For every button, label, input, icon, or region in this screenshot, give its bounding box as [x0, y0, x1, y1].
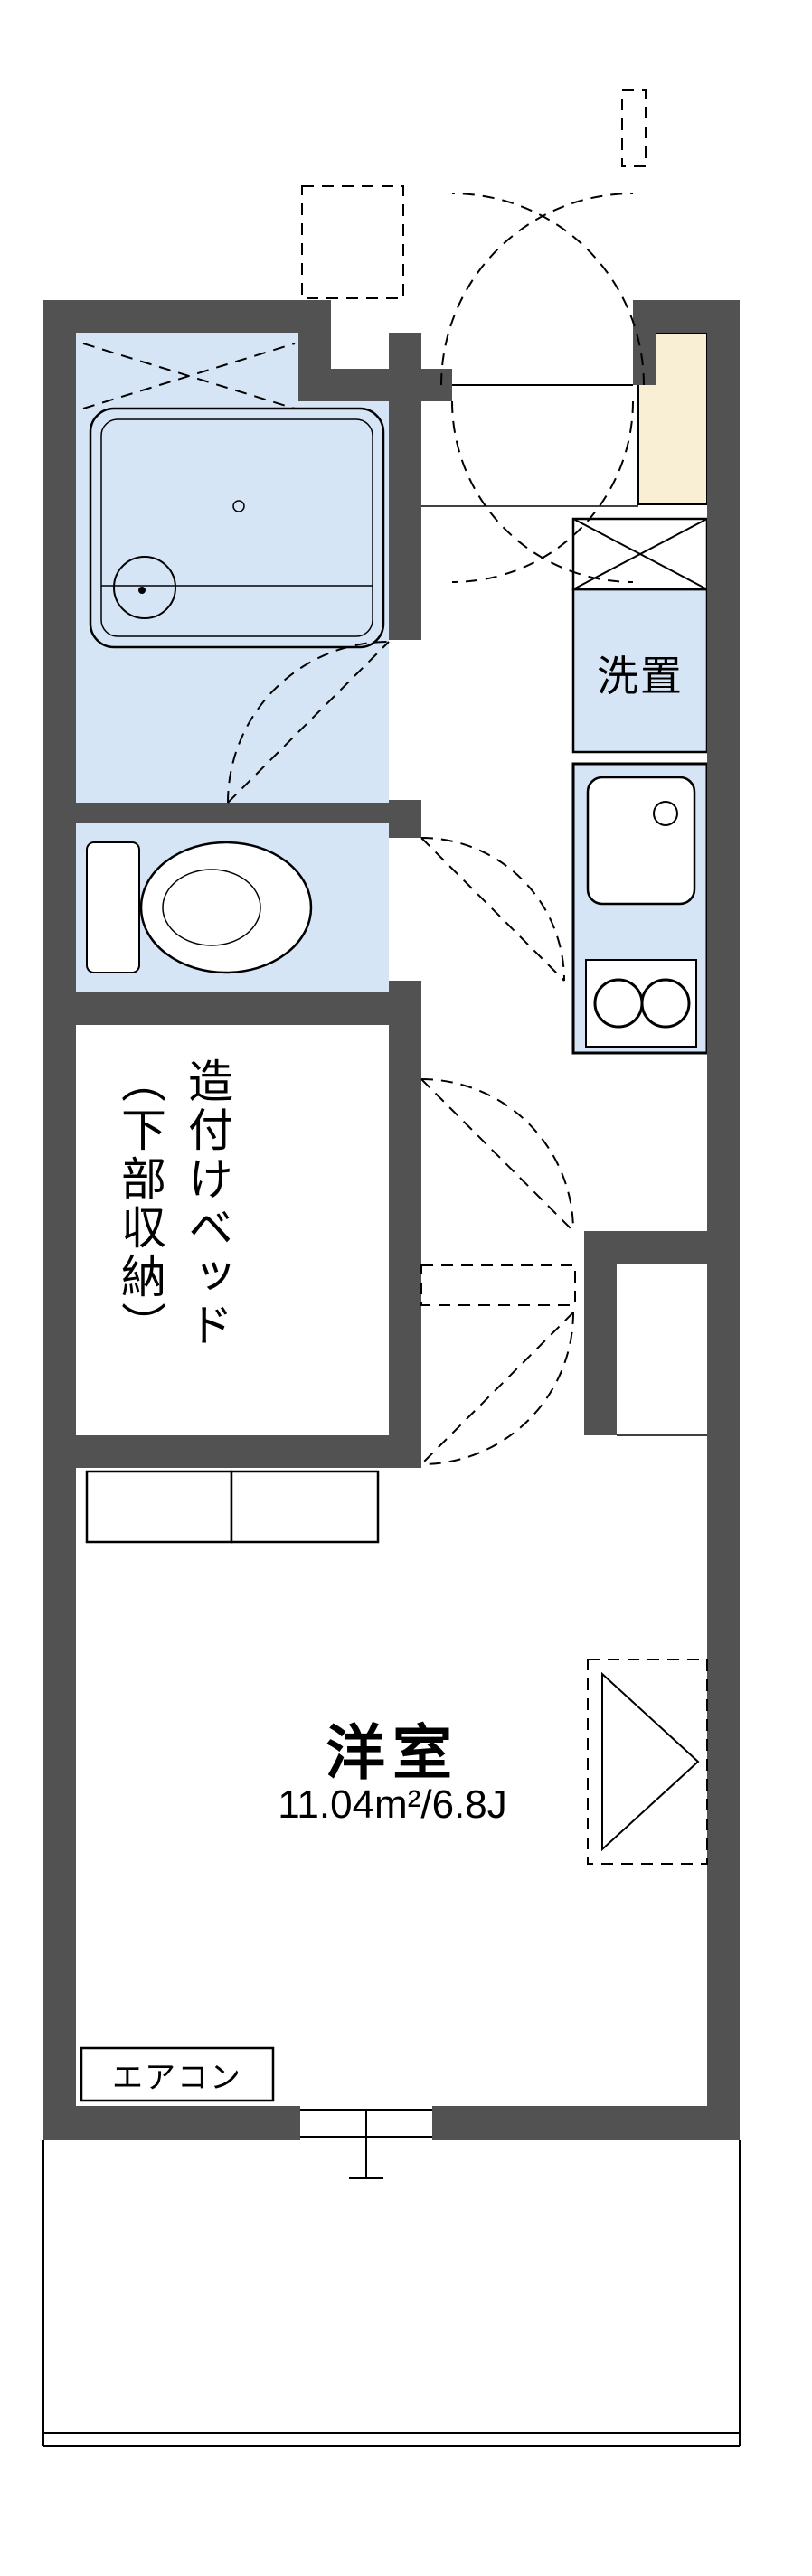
bath-washbowl: [113, 556, 176, 619]
folding-door-closet: [587, 1659, 708, 1865]
wall-segment: [432, 2106, 740, 2140]
aircon-label: エアコン: [112, 2060, 242, 2095]
toilet-bowl-inner: [162, 869, 261, 946]
wall-segment: [43, 1435, 421, 1468]
bathroom-door-leaf: [227, 641, 390, 804]
entrance-door-open-position: [301, 185, 404, 299]
entrance-door-swing-out: [440, 193, 634, 386]
entrance-door-swing-in: [451, 400, 634, 583]
wall-segment: [584, 1264, 617, 1435]
washer-label: 洗置: [597, 653, 684, 700]
bed-storage-door: [85, 1470, 233, 1544]
bed-storage-door: [230, 1470, 380, 1544]
entrance-door-swing-out: [451, 193, 645, 386]
bathtub: [89, 407, 385, 649]
kitchen-faucet: [653, 801, 678, 826]
toilet-bowl: [139, 841, 313, 974]
entrance-door-open-position: [621, 89, 647, 167]
bath-drain: [232, 500, 245, 512]
aircon-box: [80, 2046, 275, 2102]
wall-segment: [43, 300, 298, 333]
toilet-door-swing: [420, 837, 565, 982]
built-in-bed-label: 造付けベッド（下部収納）: [115, 1058, 232, 1350]
washer-space: [571, 588, 709, 754]
wall-segment: [389, 800, 421, 838]
toilet-door-leaf: [420, 837, 565, 982]
wall-segment: [389, 333, 421, 640]
entrance-door-swing-in: [451, 400, 634, 583]
wall-segment: [43, 992, 421, 1025]
wall-segment: [43, 300, 76, 2140]
wall-segment: [43, 2106, 300, 2140]
crossed-box: [571, 517, 709, 591]
room-door-swing-upper: [420, 1078, 574, 1232]
main-room-size-label: 11.04m²/6.8J: [278, 1782, 507, 1827]
walls: [43, 300, 740, 2140]
main-room-label: 洋室: [326, 1719, 459, 1786]
wall-segment: [707, 300, 740, 2140]
room-door-leaf-lower: [420, 1312, 574, 1465]
room-door-swing-lower: [420, 1312, 574, 1465]
bathroom-floor: [76, 333, 389, 803]
bathroom-door-swing: [227, 641, 390, 804]
closet-triangle-mark: [601, 1671, 700, 1852]
bath-shelf-dashed-x: [82, 343, 296, 409]
wall-segment: [584, 1231, 740, 1264]
toilet: [86, 841, 313, 974]
door-swings: [82, 89, 647, 1465]
stove-burner: [640, 978, 691, 1029]
wall-segment: [633, 333, 656, 385]
bath-washbowl-dot: [138, 587, 146, 594]
kitchen-fixtures: [585, 776, 697, 1048]
wall-segment: [389, 1025, 421, 1435]
balcony: [42, 2109, 741, 2447]
wall-segment: [633, 300, 740, 333]
room-door-leaf-upper: [420, 1078, 574, 1232]
wall-segment: [298, 369, 452, 401]
kitchen-sink: [586, 776, 696, 906]
detail-lines: [421, 384, 707, 1436]
bathtub-outer: [89, 407, 385, 649]
bathtub-inner: [100, 418, 373, 637]
wall-segment: [76, 803, 389, 823]
main-room-items: [80, 1470, 708, 2102]
room-door-open-position: [420, 1264, 576, 1306]
toilet-tank: [86, 841, 140, 973]
